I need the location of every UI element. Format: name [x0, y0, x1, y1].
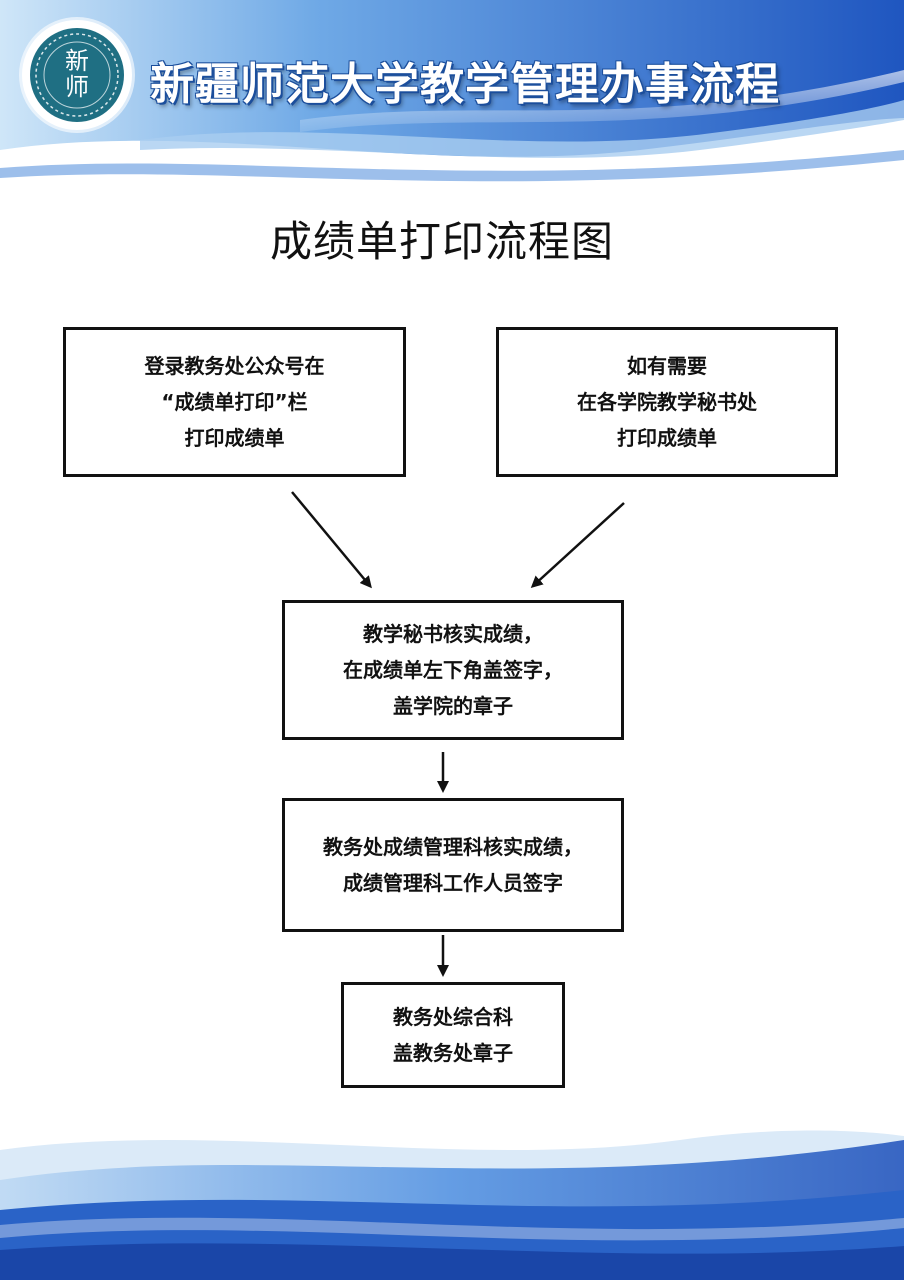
footer-banner-background — [0, 1130, 904, 1280]
flow-node-login-official-account: 登录教务处公众号在 “成绩单打印”栏 打印成绩单 — [63, 327, 406, 477]
flow-node-general-office-stamp: 教务处综合科 盖教务处章子 — [341, 982, 565, 1088]
seal-glyph-1: 新 — [65, 47, 89, 75]
header-banner-background — [0, 0, 904, 200]
university-seal-logo: 新 师 — [22, 20, 132, 130]
arrow-b-to-c — [530, 502, 625, 589]
flow-node-text: 教务处成绩管理科核实成绩， 成绩管理科工作人员签字 — [323, 835, 583, 895]
seal-ring-decoration — [35, 33, 119, 117]
flow-node-grade-office-verify: 教务处成绩管理科核实成绩， 成绩管理科工作人员签字 — [282, 798, 624, 932]
seal-inner-circle: 新 师 — [30, 28, 124, 122]
flow-node-secretary-verify: 教学秘书核实成绩， 在成绩单左下角盖签字， 盖学院的章子 — [282, 600, 624, 740]
flow-node-college-secretary-print: 如有需要 在各学院教学秘书处 打印成绩单 — [496, 327, 838, 477]
flow-node-text: 登录教务处公众号在 “成绩单打印”栏 打印成绩单 — [144, 354, 325, 450]
flow-node-text: 如有需要 在各学院教学秘书处 打印成绩单 — [577, 354, 757, 450]
arrow-a-to-c — [291, 491, 372, 589]
banner-title: 新疆师范大学教学管理办事流程 — [150, 59, 780, 110]
seal-glyph-2: 师 — [65, 73, 89, 101]
flow-node-text: 教务处综合科 盖教务处章子 — [393, 1005, 513, 1065]
flowchart-title: 成绩单打印流程图 — [269, 217, 614, 266]
flow-node-text: 教学秘书核实成绩， 在成绩单左下角盖签字， 盖学院的章子 — [343, 622, 563, 718]
